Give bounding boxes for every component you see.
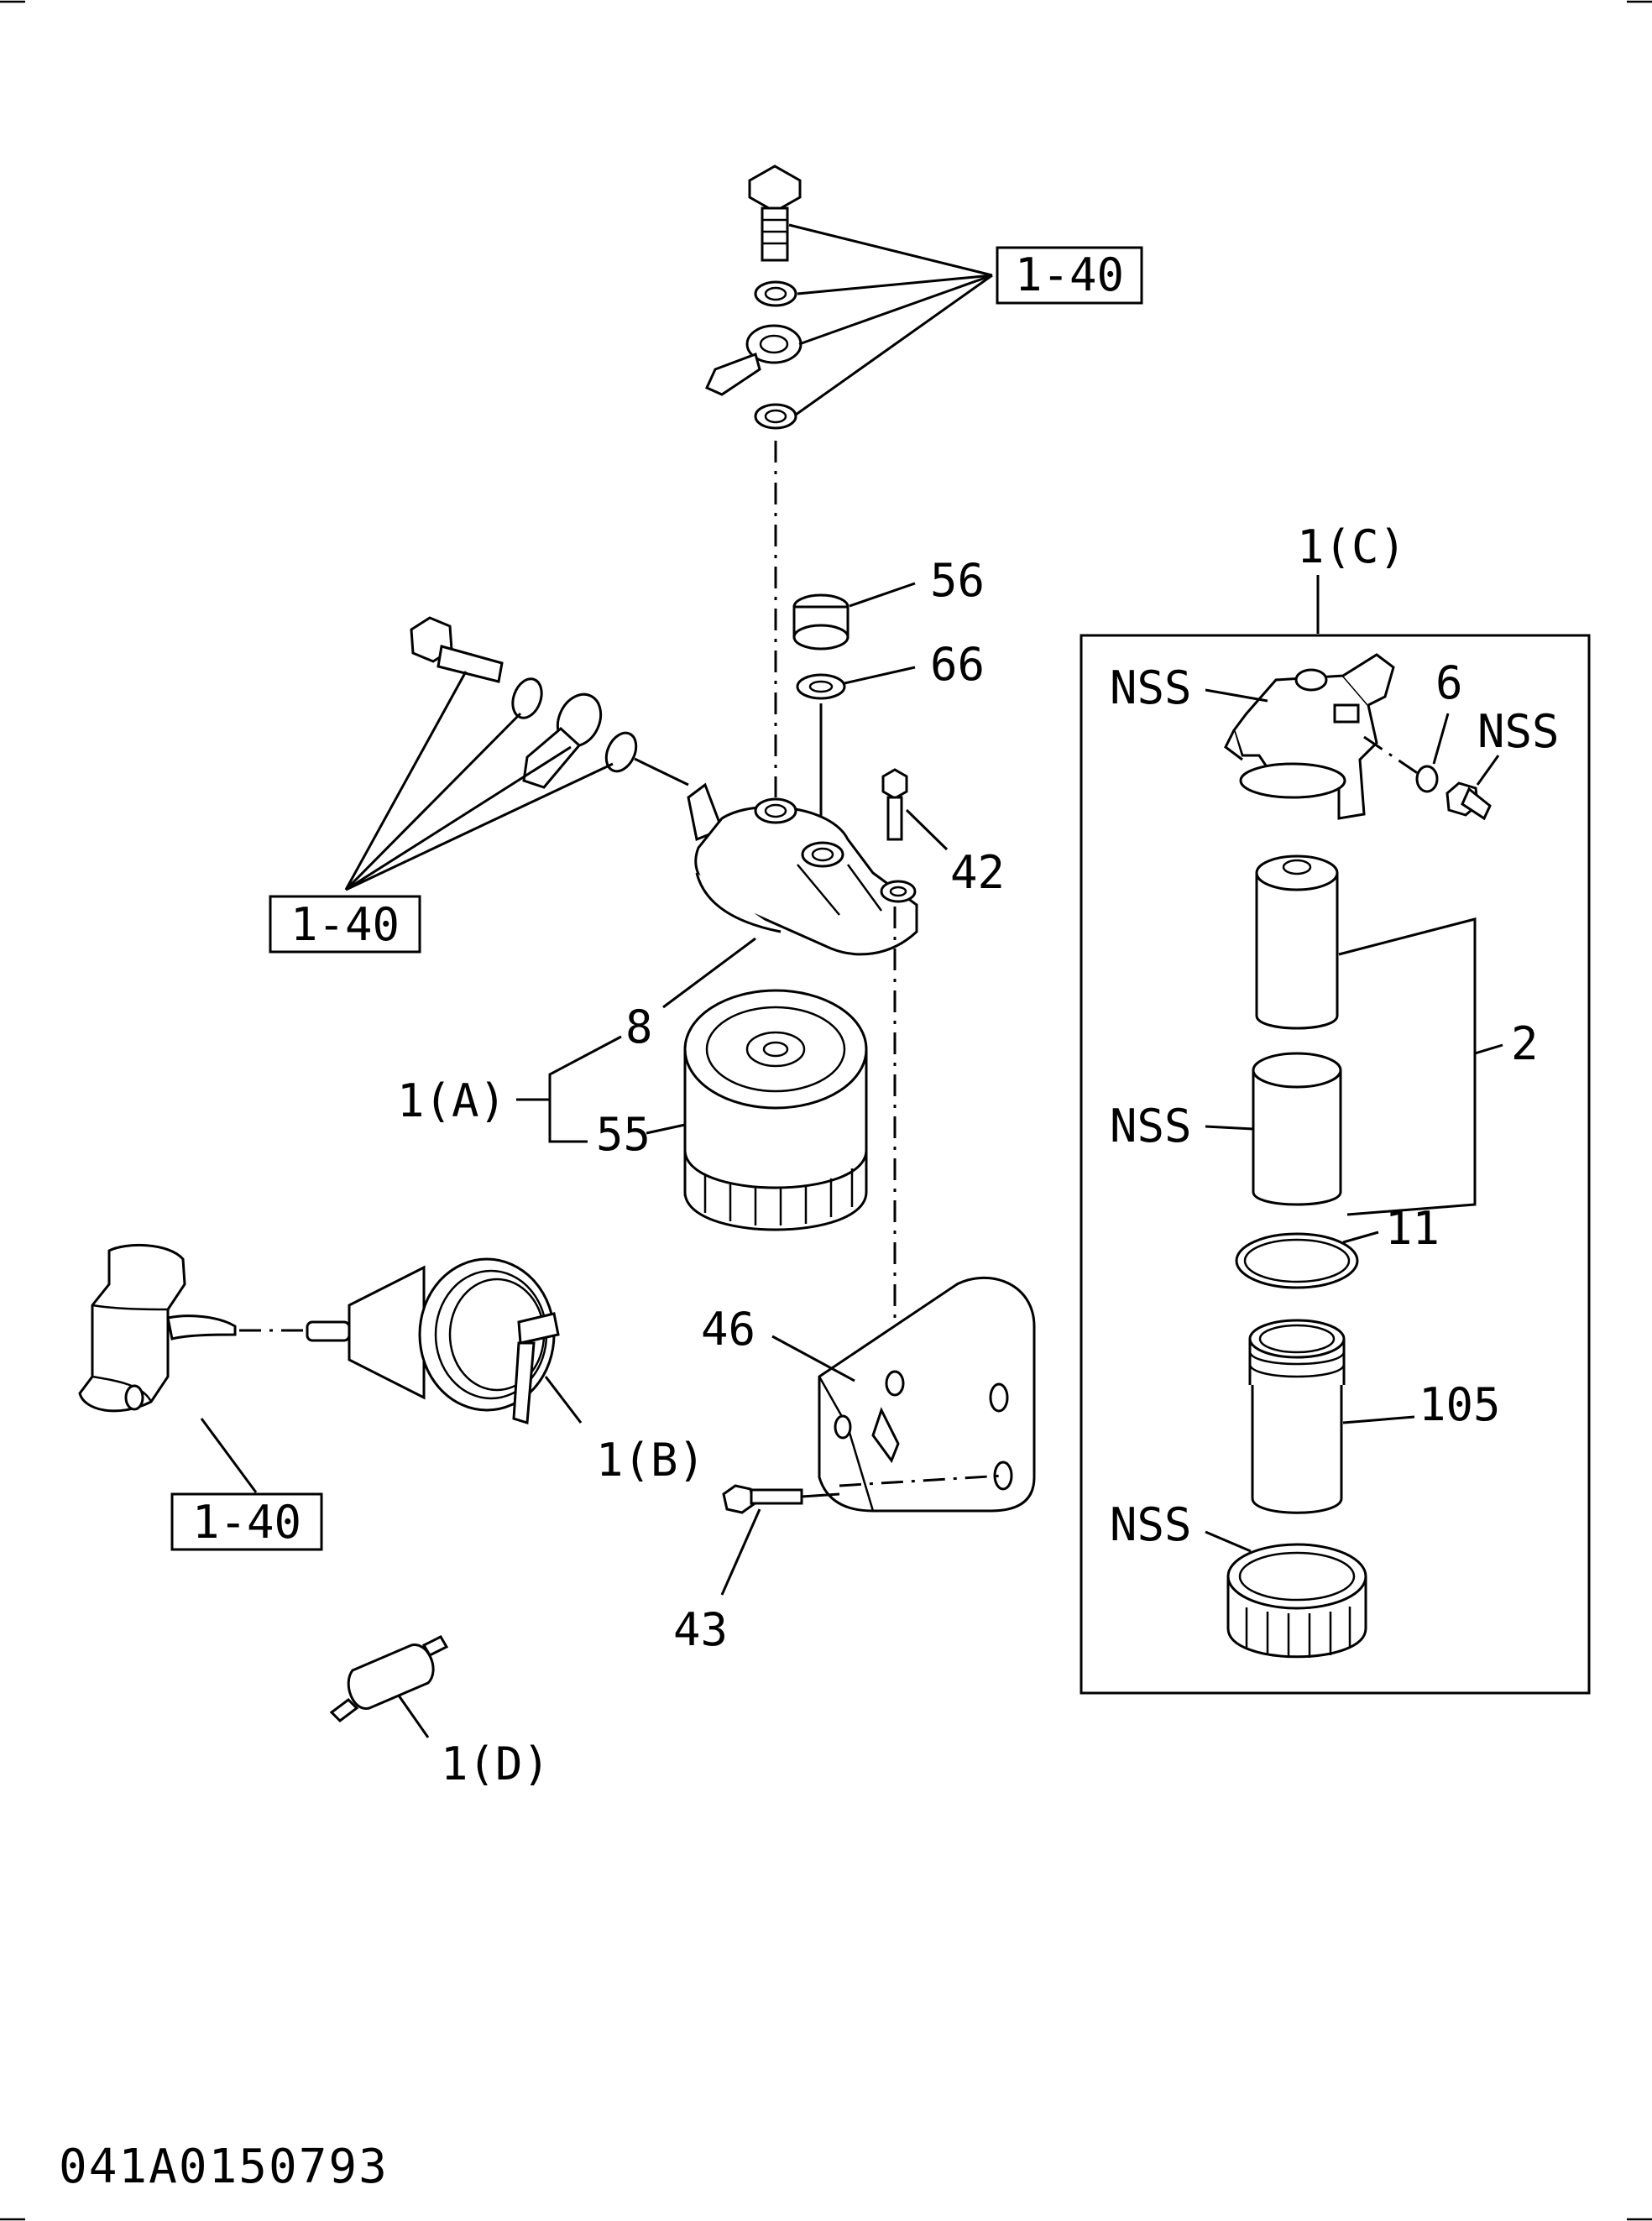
filter-head-8 xyxy=(687,782,918,956)
clamp xyxy=(78,1243,306,1413)
spin-on-filter-55 xyxy=(683,989,868,1231)
left-ref-leaders xyxy=(344,671,614,891)
label-nss-1: NSS xyxy=(1110,661,1192,714)
inline-filter-1d xyxy=(329,1635,449,1738)
label-1b: 1(B) xyxy=(596,1434,705,1487)
top-eye-bolt xyxy=(748,165,802,262)
ref-box-bottom xyxy=(170,1492,323,1551)
label-1a: 1(A) xyxy=(397,1074,506,1127)
ref-left-label: 1-40 xyxy=(290,898,400,951)
o-ring-11 xyxy=(1235,1232,1359,1289)
ref-bottom-label: 1-40 xyxy=(192,1496,301,1549)
bracket-1a xyxy=(516,1035,622,1143)
ref-box-top xyxy=(996,246,1143,305)
ref-top-label: 1-40 xyxy=(1015,248,1124,301)
label-nss-3: NSS xyxy=(1110,1100,1192,1152)
label-43: 43 xyxy=(673,1603,728,1656)
clamp-leader xyxy=(200,1418,258,1493)
kit-1c-frame xyxy=(1080,634,1591,1695)
bolt-43 xyxy=(720,1484,840,1596)
label-105: 105 xyxy=(1419,1378,1501,1431)
bowl-105 xyxy=(1248,1319,1346,1514)
water-separator-head xyxy=(1224,653,1395,820)
bracket-46 xyxy=(818,1276,1036,1513)
top-ref-leaders xyxy=(788,223,993,416)
top-eye-fitting xyxy=(705,324,802,396)
label-2: 2 xyxy=(1511,1017,1539,1070)
left-eye-bolt xyxy=(410,616,504,683)
retaining-ring-nss xyxy=(1226,1543,1367,1659)
label-1c: 1(C) xyxy=(1297,520,1406,573)
left-washer-upper xyxy=(511,677,543,719)
label-1d: 1(D) xyxy=(441,1738,550,1790)
plug-56 xyxy=(792,582,916,651)
element-2-upper xyxy=(1255,854,1339,1030)
top-washer-upper xyxy=(754,280,797,307)
label-46: 46 xyxy=(701,1303,755,1356)
plug-nss xyxy=(1446,755,1500,821)
washer-66 xyxy=(796,673,846,700)
o-ring-6 xyxy=(1415,765,1439,793)
label-11: 11 xyxy=(1385,1202,1440,1255)
top-washer-lower xyxy=(754,403,797,430)
label-8: 8 xyxy=(625,1001,653,1053)
label-55: 55 xyxy=(596,1108,651,1161)
label-56: 56 xyxy=(930,554,985,607)
label-42: 42 xyxy=(950,846,1005,899)
left-washer-lower xyxy=(604,731,638,773)
label-nss-4: NSS xyxy=(1110,1498,1192,1551)
inline-filter-1b xyxy=(306,1257,560,1424)
diagram-code: 041A0150793 xyxy=(59,2140,389,2194)
element-nss xyxy=(1252,1052,1342,1206)
bracket-2 xyxy=(1338,917,1503,1216)
screw-42 xyxy=(881,768,949,851)
ref-box-left xyxy=(269,895,421,954)
label-nss-2: NSS xyxy=(1477,705,1560,758)
label-6: 6 xyxy=(1435,656,1463,709)
label-66: 66 xyxy=(930,638,985,691)
